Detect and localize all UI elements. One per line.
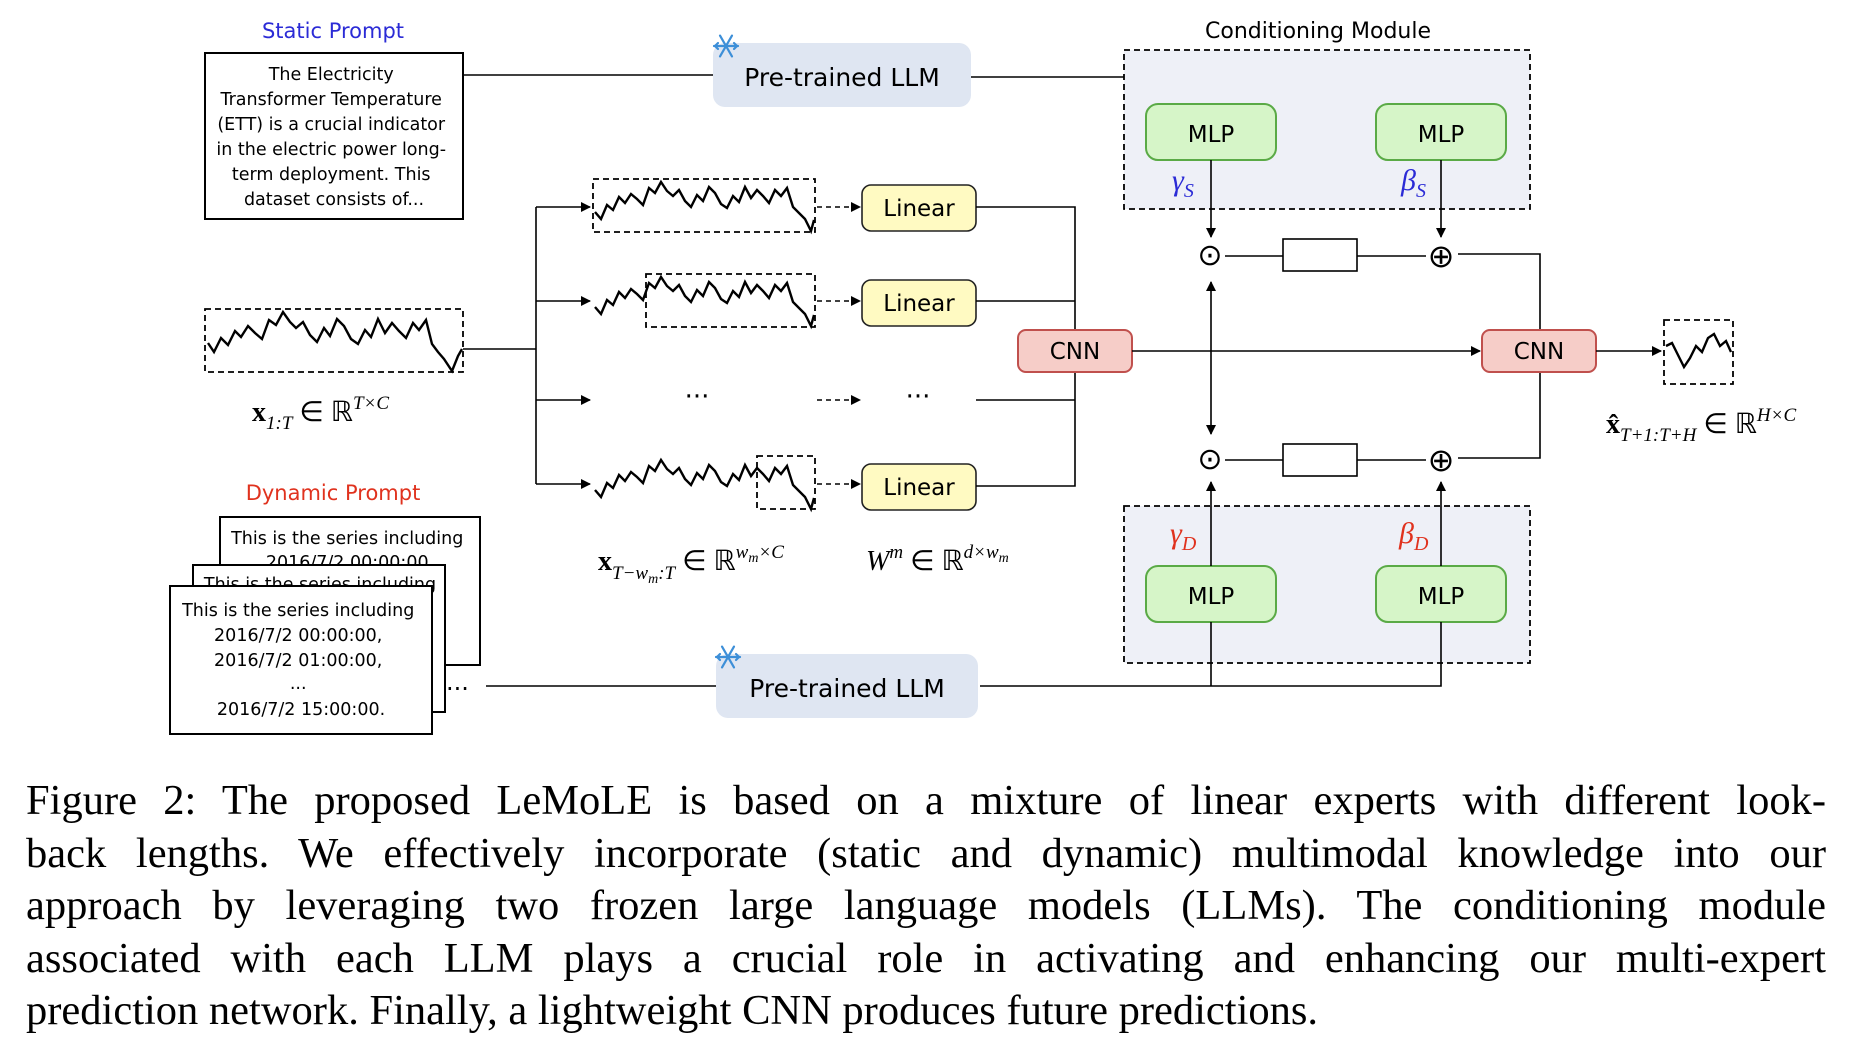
static-prompt-line: in the electric power long- — [216, 140, 446, 160]
cnn-predictor: CNN — [1481, 329, 1597, 373]
input-formula: x1:T ∈ ℝT×C — [252, 393, 389, 434]
modulated-feature-bottom — [1282, 443, 1358, 477]
dynamic-front-line: ... — [290, 674, 307, 694]
caption-line: Figure 2: The proposed LeMoLE is based o… — [26, 777, 1826, 824]
add-icon-bottom: ⊕ — [1428, 441, 1455, 479]
conditioning-module-title: Conditioning Module — [1205, 19, 1431, 44]
pretrained-llm-top: Pre-trained LLM — [713, 43, 971, 107]
lemole-architecture-diagram: Static Prompt The Electricity Transforme… — [169, 19, 1796, 735]
dynamic-front-line: 2016/7/2 15:00:00. — [217, 700, 385, 720]
llm-top-label: Pre-trained LLM — [744, 63, 940, 92]
mlp-label: MLP — [1188, 584, 1235, 610]
beta-dynamic: βD — [1398, 517, 1429, 555]
caption-line: associated with each LLM plays a crucial… — [26, 934, 1826, 982]
caption-line: approach by leveraging two frozen large … — [26, 882, 1826, 929]
dynamic-back-line: This is the series including — [230, 529, 463, 549]
output-series — [1663, 319, 1734, 385]
caption-line: back lengths. We effectively incorporate… — [26, 829, 1826, 877]
static-prompt-line: term deployment. This — [232, 165, 431, 185]
beta-static: βS — [1400, 164, 1426, 202]
dynamic-prompt-stack: This is the series including 2016/7/2 00… — [169, 516, 481, 735]
caption-line: prediction network. Finally, a lightweig… — [26, 987, 1319, 1034]
mlp-static-gamma: MLP — [1145, 103, 1277, 161]
static-prompt-line: dataset consists of... — [244, 190, 424, 210]
hadamard-icon-bottom: ⊙ — [1197, 442, 1222, 477]
dynamic-prompt-dots: ... — [446, 668, 469, 696]
mlp-static-beta: MLP — [1375, 103, 1507, 161]
dynamic-front-line: 2016/7/2 01:00:00, — [214, 651, 382, 671]
expert-window-series-3 — [594, 455, 816, 513]
linear-expert-m: Linear — [861, 463, 977, 511]
linear-label: Linear — [883, 196, 955, 222]
cnn-label: CNN — [1050, 339, 1100, 365]
expert-ellipsis: ··· — [685, 382, 710, 412]
mlp-label: MLP — [1418, 584, 1465, 610]
linear-label: Linear — [883, 291, 955, 317]
linear-expert-2: Linear — [861, 279, 977, 327]
llm-bottom-label: Pre-trained LLM — [749, 674, 945, 703]
snowflake-icon — [712, 34, 740, 58]
cnn-label: CNN — [1514, 339, 1564, 365]
dynamic-front-line: This is the series including — [181, 601, 414, 621]
cnn-mixer: CNN — [1017, 329, 1133, 373]
pretrained-llm-bottom: Pre-trained LLM — [716, 654, 978, 718]
static-prompt-line: (ETT) is a crucial indicator — [217, 115, 446, 135]
dynamic-prompt-label: Dynamic Prompt — [246, 481, 421, 505]
input-series — [204, 308, 464, 374]
mlp-dynamic-beta: MLP — [1375, 565, 1507, 623]
dynamic-front-line: 2016/7/2 00:00:00, — [214, 626, 382, 646]
gamma-dynamic: γD — [1170, 517, 1197, 555]
weight-formula: Wm ∈ ℝd×wm — [866, 542, 1009, 577]
output-formula: x̂T+1:T+H ∈ ℝH×C — [1606, 405, 1796, 446]
svg-text:The Electricity Transfor: The Electricity Transformer Temperature … — [216, 65, 451, 210]
expert-window-series-2 — [594, 273, 816, 330]
mlp-label: MLP — [1188, 122, 1235, 148]
gamma-static: γS — [1172, 164, 1194, 202]
svg-text:This is the series including: This is the series including 2016/7/2 00… — [181, 601, 420, 720]
snowflake-icon — [714, 645, 742, 669]
linear-label: Linear — [883, 475, 955, 501]
linear-expert-1: Linear — [861, 184, 977, 232]
hadamard-icon-top: ⊙ — [1197, 238, 1222, 273]
static-prompt-line: Transformer Temperature — [219, 90, 441, 110]
mlp-dynamic-gamma: MLP — [1145, 565, 1277, 623]
static-prompt-line: The Electricity — [268, 65, 394, 85]
window-formula: xT−wm:T ∈ ℝwm×C — [598, 542, 784, 587]
static-prompt-label: Static Prompt — [262, 19, 404, 43]
expert-window-series-1 — [592, 178, 816, 235]
figure-caption: Figure 2: The proposed LeMoLE is based o… — [26, 775, 1826, 1038]
add-icon-top: ⊕ — [1428, 237, 1455, 275]
linear-ellipsis: ··· — [906, 382, 931, 412]
modulated-feature-top — [1282, 238, 1358, 272]
static-prompt-box: The Electricity Transformer Temperature … — [204, 52, 464, 220]
mlp-label: MLP — [1418, 122, 1465, 148]
